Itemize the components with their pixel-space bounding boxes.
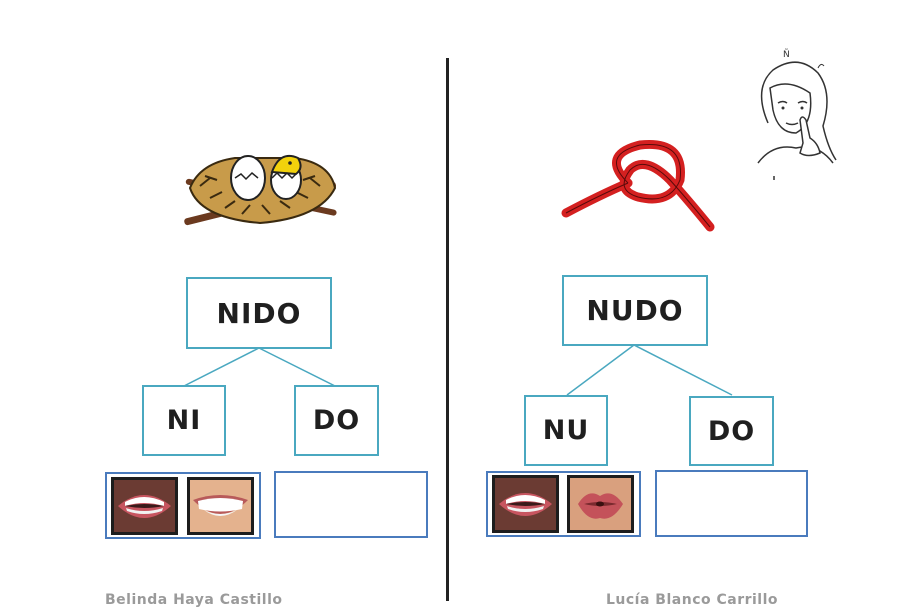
author-left: Belinda Haya Castillo bbox=[105, 592, 283, 608]
wide-smile-teeth-icon bbox=[187, 477, 254, 535]
word-box-nido: NIDO bbox=[186, 277, 332, 349]
syllable-box-nu: NU bbox=[524, 395, 608, 466]
syllable-box-do: DO bbox=[689, 396, 774, 466]
page-divider bbox=[446, 58, 449, 601]
answer-box-right[interactable] bbox=[655, 470, 808, 537]
syllable-box-do: DO bbox=[294, 385, 379, 456]
red-knot-icon bbox=[561, 139, 715, 232]
syllable-label: DO bbox=[312, 405, 361, 436]
answer-box-left[interactable] bbox=[274, 471, 428, 538]
author-right: Lucía Blanco Carrillo bbox=[606, 592, 779, 608]
word-label: NUDO bbox=[586, 294, 684, 327]
word-box-nudo: NUDO bbox=[562, 275, 708, 346]
syllable-label: NI bbox=[166, 405, 202, 436]
left-tree-lines bbox=[183, 347, 336, 387]
syllable-label: NU bbox=[542, 415, 590, 446]
nest-with-hatching-egg-icon bbox=[184, 154, 337, 226]
sign-letter-label: Ñ bbox=[783, 50, 790, 60]
syllable-box-ni: NI bbox=[142, 385, 226, 456]
sign-language-girl-icon bbox=[757, 61, 837, 180]
word-label: NIDO bbox=[216, 296, 302, 330]
open-mouth-teeth-icon bbox=[111, 477, 178, 535]
syllable-label: DO bbox=[707, 415, 756, 447]
pursed-lips-icon bbox=[567, 475, 634, 533]
open-mouth-teeth-icon bbox=[492, 475, 559, 533]
right-tree-lines bbox=[566, 344, 733, 396]
